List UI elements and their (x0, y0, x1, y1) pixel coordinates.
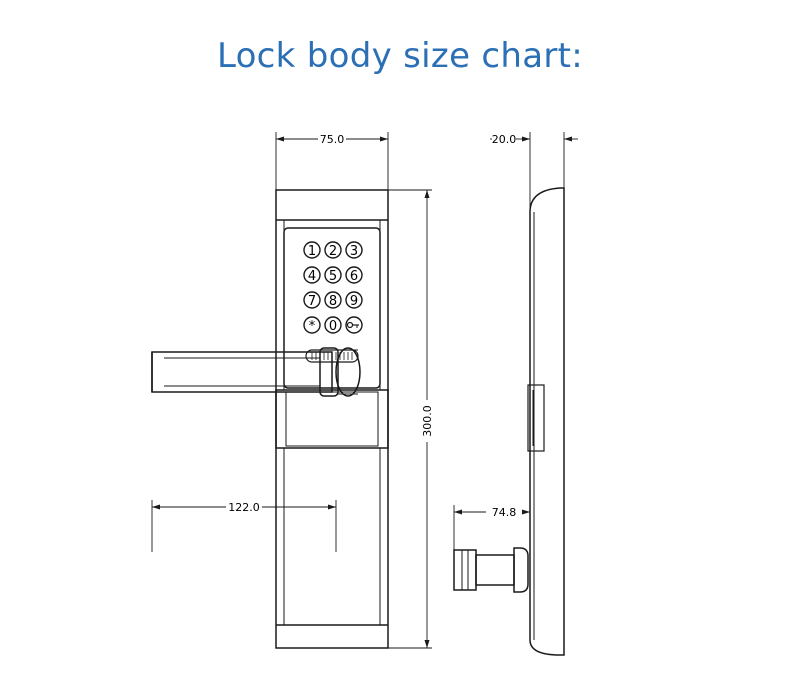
key-label: 2 (329, 244, 337, 259)
key-label: 0 (329, 319, 337, 334)
key-1: 1 (303, 241, 321, 259)
diagram-title: Lock body size chart: (216, 36, 584, 76)
side-handle (453, 547, 529, 593)
key-7: 7 (303, 291, 321, 309)
side-body (529, 187, 565, 656)
key-3: 3 (345, 241, 363, 259)
dim-side-projection: 74.8 (492, 506, 517, 519)
dim-front-width: 75.0 (320, 133, 345, 146)
side-mount-tab (527, 384, 545, 452)
key-label: 1 (308, 244, 316, 259)
dim-height: 300.0 (421, 405, 434, 437)
key-8: 8 (324, 291, 342, 309)
key-star: * (303, 316, 321, 334)
keypad-keys: 1 2 3 4 5 6 7 8 (303, 241, 363, 334)
key-label: * (309, 319, 316, 334)
dim-handle-length: 122.0 (228, 501, 260, 514)
front-lower-housing (275, 389, 389, 449)
dim-side-depth: 20.0 (492, 133, 517, 146)
dimension-arrows (152, 136, 572, 648)
key-label: 3 (350, 244, 358, 259)
key-9: 9 (345, 291, 363, 309)
key-6: 6 (345, 266, 363, 284)
key-2: 2 (324, 241, 342, 259)
front-view (151, 189, 389, 649)
key-label: 8 (329, 294, 337, 309)
key-label: 7 (308, 294, 316, 309)
key-label: 4 (308, 269, 316, 284)
key-label: 5 (329, 269, 337, 284)
key-label: 6 (350, 269, 358, 284)
front-handle (151, 347, 361, 397)
key-5: 5 (324, 266, 342, 284)
key-symbol-icon (345, 316, 363, 334)
key-label: 9 (350, 294, 358, 309)
side-view (453, 187, 565, 656)
key-4: 4 (303, 266, 321, 284)
key-0: 0 (324, 316, 342, 334)
